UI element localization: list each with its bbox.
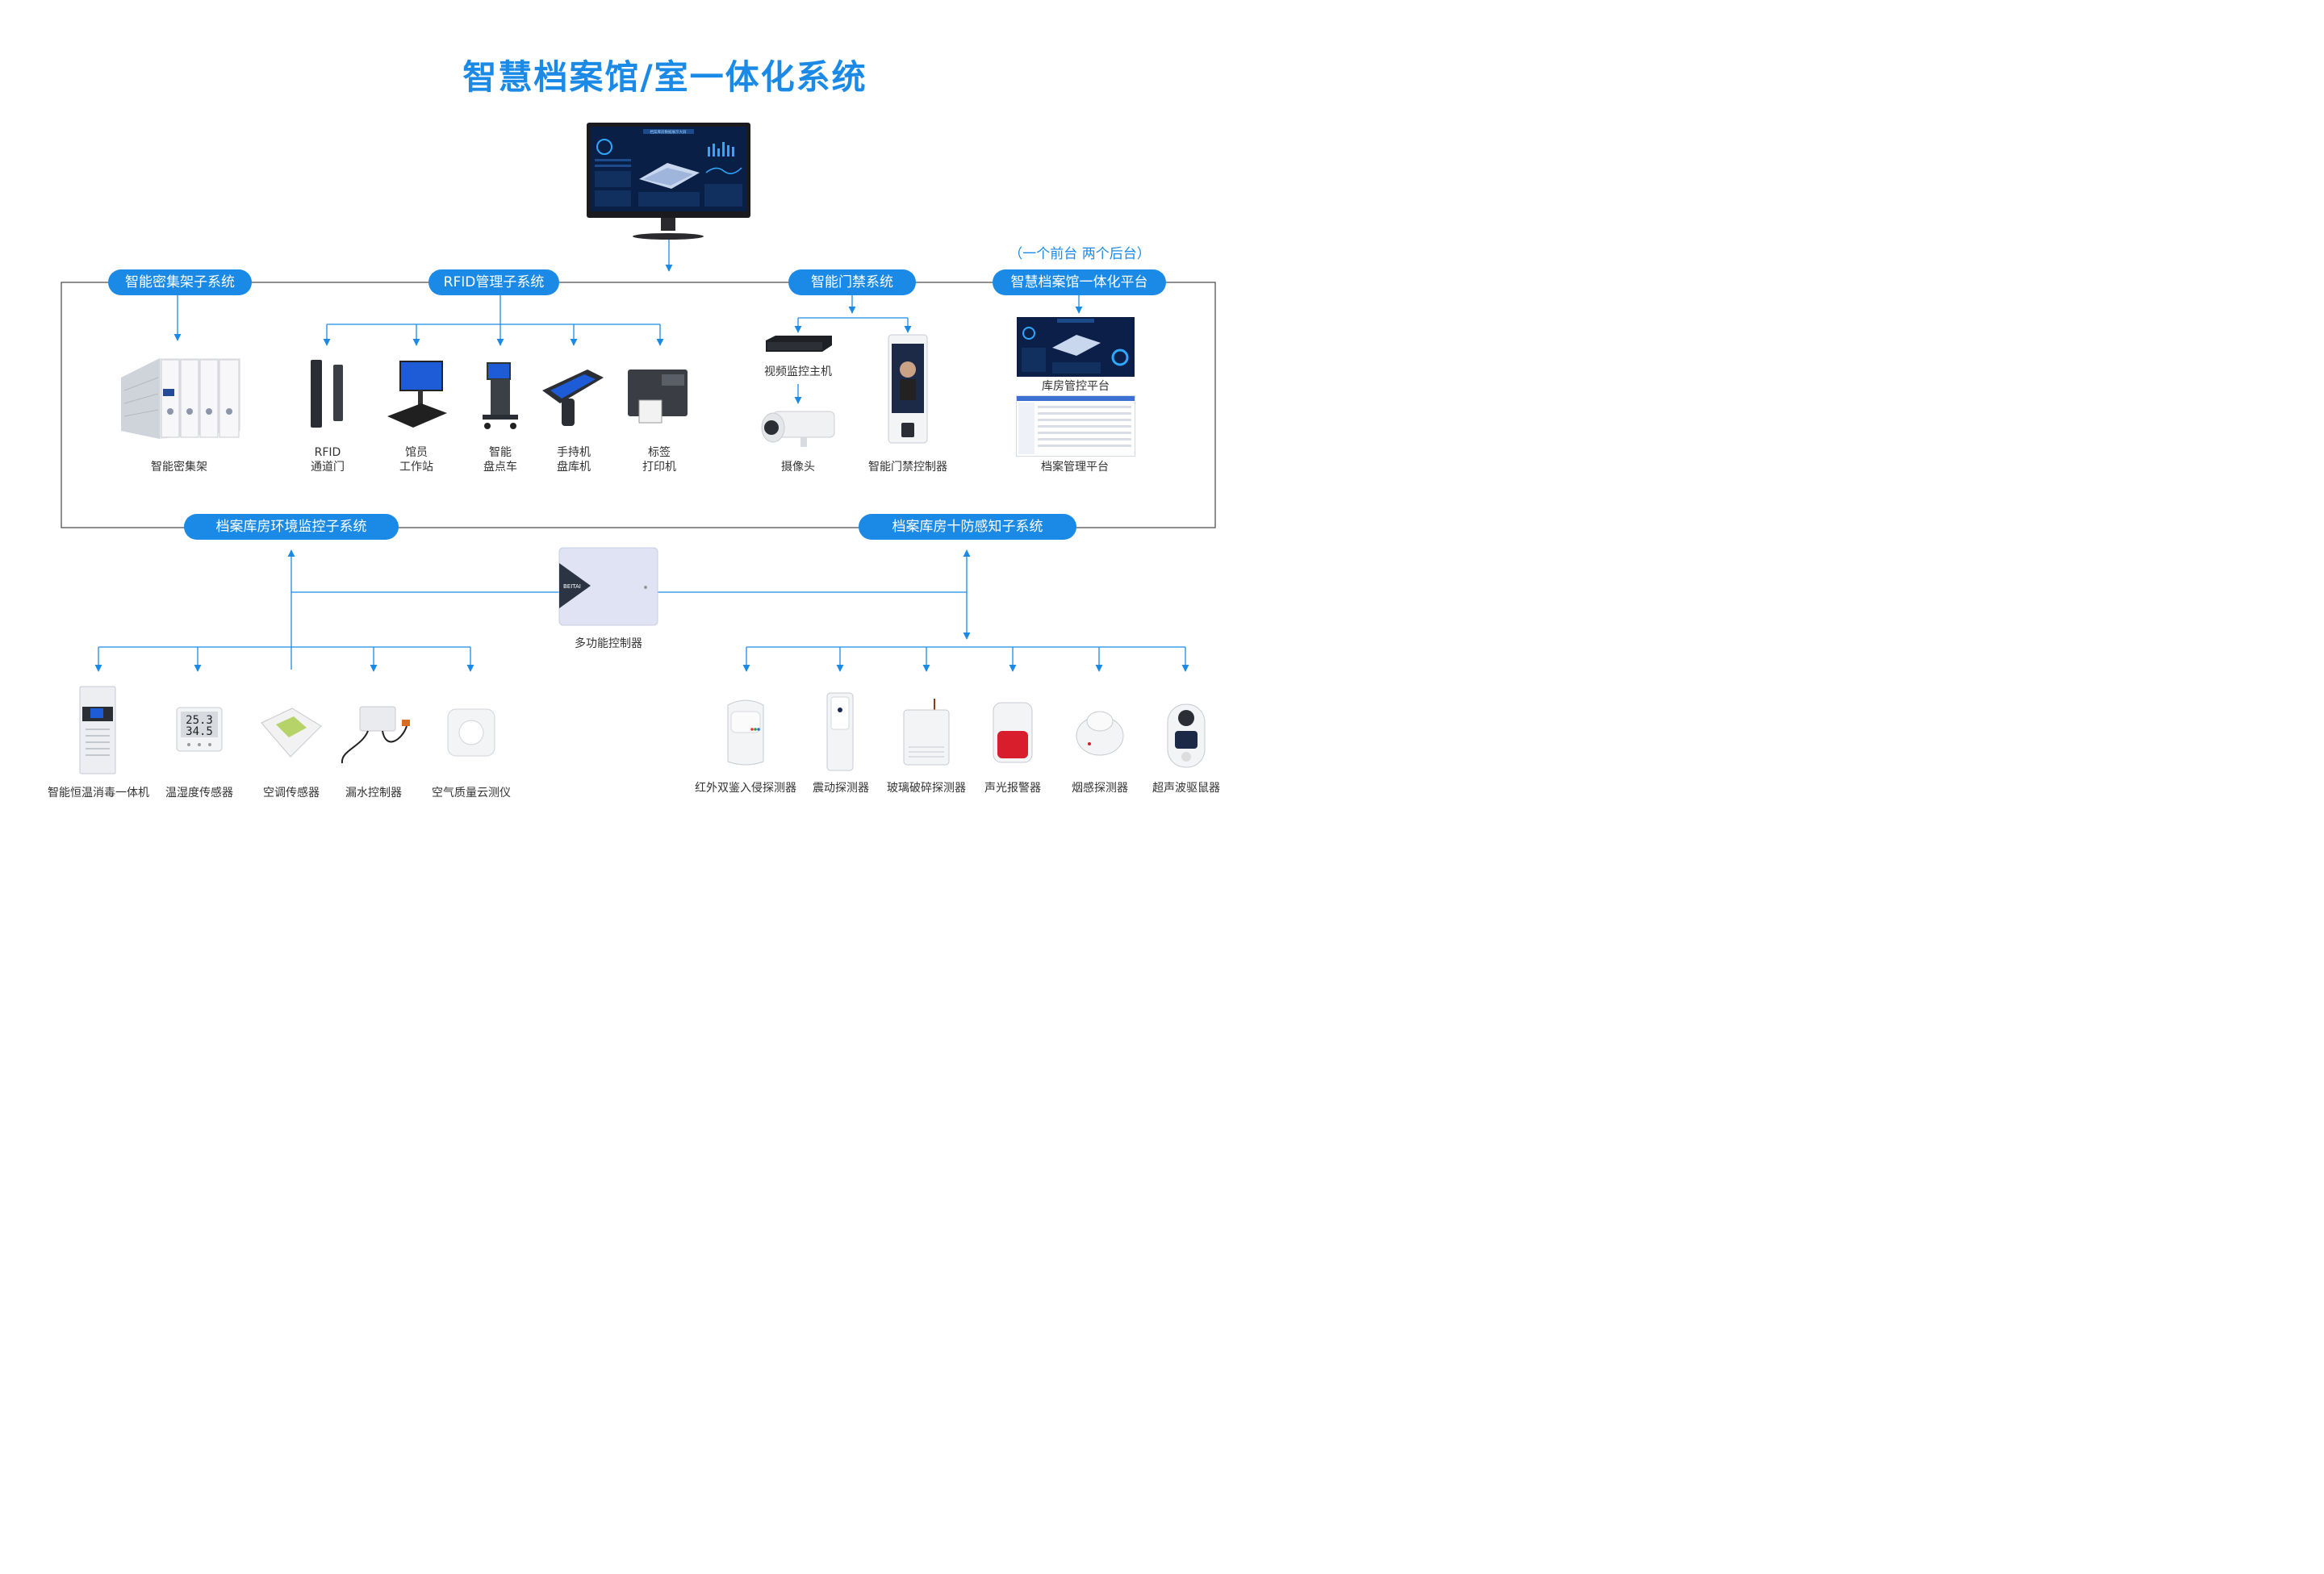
- label-printer-image: [626, 368, 689, 424]
- ac-sensor-image: [260, 707, 323, 758]
- strobe-alarm-image: [993, 702, 1033, 763]
- multi-controller-image: BEITAI: [558, 547, 658, 626]
- svg-text:25.3: 25.3: [186, 714, 213, 727]
- env-device-label-4: 漏水控制器: [345, 787, 402, 800]
- door-controller-label: 智能门禁控制器: [868, 461, 947, 474]
- connection-lines: [61, 239, 1216, 672]
- warehouse-platform-screenshot: [1017, 317, 1135, 377]
- subsystem-ten-defense[interactable]: 档案库房十防感知子系统: [859, 514, 1076, 540]
- env-device-label-1: 智能恒温消毒一体机: [48, 787, 149, 800]
- defense-device-label-6: 超声波驱鼠器: [1152, 782, 1220, 795]
- subsystem-dense-shelf[interactable]: 智能密集架子系统: [108, 269, 252, 295]
- dense-shelf-label: 智能密集架: [151, 461, 207, 474]
- defense-device-label-1: 红外双鉴入侵探测器: [695, 782, 796, 795]
- subsystem-platform[interactable]: 智慧档案馆一体化平台: [993, 269, 1166, 295]
- air-quality-meter-image: [447, 708, 495, 757]
- workstation-image: [386, 360, 449, 429]
- camera-image: [757, 408, 836, 449]
- defense-device-label-5: 烟感探测器: [1072, 782, 1128, 795]
- smoke-detector-image: [1075, 707, 1125, 757]
- rfid-gate-image: [309, 358, 346, 429]
- inventory-cart-image: [479, 361, 521, 431]
- defense-device-label-4: 声光报警器: [984, 782, 1041, 795]
- subsystem-access-control[interactable]: 智能门禁系统: [788, 269, 916, 295]
- vibration-detector-image: [826, 692, 854, 771]
- nvr-image: [764, 334, 833, 353]
- warehouse-platform-label: 库房管控平台: [1042, 380, 1110, 393]
- controller-brand: BEITAI: [563, 583, 581, 590]
- defense-device-label-3: 玻璃破碎探测器: [887, 782, 966, 795]
- leak-controller-image: [337, 702, 420, 766]
- inventory-cart-label: 智能盘点车: [483, 446, 517, 474]
- screen-title: 档案库房数据展示大屏: [650, 129, 687, 135]
- env-device-label-5: 空气质量云测仪: [432, 787, 511, 800]
- subsystem-rfid[interactable]: RFID管理子系统: [428, 269, 559, 295]
- thermostat-disinfector-image: [79, 686, 116, 774]
- archive-platform-label: 档案管理平台: [1041, 461, 1109, 474]
- camera-label: 摄像头: [781, 461, 815, 474]
- nvr-label: 视频监控主机: [764, 365, 832, 378]
- defense-device-label-2: 震动探测器: [813, 782, 869, 795]
- env-device-label-2: 温湿度传感器: [165, 787, 233, 800]
- dense-shelf-image: [119, 353, 242, 440]
- multi-controller-label: 多功能控制器: [575, 637, 642, 650]
- glass-break-detector-image: [902, 699, 951, 766]
- door-controller-image: [888, 334, 928, 444]
- system-frame: [61, 282, 1216, 528]
- dashboard-monitor: 档案库房数据展示大屏: [587, 123, 750, 240]
- label-printer-label: 标签打印机: [642, 446, 676, 474]
- page-title: 智慧档案馆/室一体化系统: [462, 57, 867, 97]
- svg-text:34.5: 34.5: [186, 725, 213, 738]
- env-device-label-3: 空调传感器: [263, 787, 320, 800]
- handheld-label: 手持机盘库机: [557, 446, 591, 474]
- pir-detector-image: [725, 697, 767, 766]
- ultrasonic-repeller-image: [1167, 703, 1206, 768]
- subsystem-environment[interactable]: 档案库房环境监控子系统: [184, 514, 399, 540]
- workstation-label: 馆员工作站: [399, 446, 433, 474]
- platform-note: （一个前台 两个后台）: [1009, 246, 1151, 262]
- archive-platform-screenshot: [1016, 395, 1135, 457]
- handheld-image: [539, 366, 607, 428]
